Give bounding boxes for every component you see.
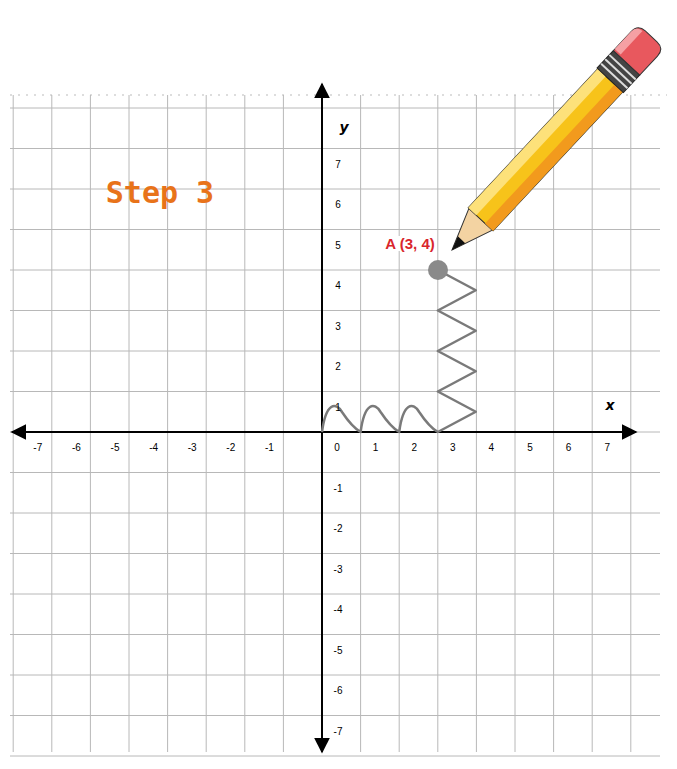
grid-line [10,553,660,554]
tick-number: -4 [149,443,158,453]
y-axis [321,84,323,752]
tick-number: 1 [373,443,379,453]
grid-line [244,95,245,752]
grid-line [10,391,660,392]
axis-name: y [339,120,348,134]
path-spring [322,270,476,432]
point-a [428,260,448,280]
tick-number: -3 [334,565,343,575]
grid-line [476,95,477,752]
tick-number: 6 [335,200,341,210]
tick-number: 2 [411,443,417,453]
grid-line [10,634,660,635]
grid-line [10,594,660,595]
tick-number: -6 [72,443,81,453]
tick-number: -1 [334,484,343,494]
grid-line [10,270,660,271]
axis-name: x [605,398,614,412]
point-label: A (3, 4) [384,236,435,251]
grid-line [51,95,52,752]
tick-number: -7 [334,727,343,737]
tick-number: 6 [566,443,572,453]
tick-number: 7 [335,160,341,170]
tick-number: -5 [334,646,343,656]
grid-line [10,351,660,352]
grid-line [553,95,554,752]
grid-line [10,432,660,433]
grid-line [10,675,660,676]
tick-number: -2 [226,443,235,453]
grid-line [10,310,660,311]
grid-line [630,95,631,752]
tick-number: -5 [111,443,120,453]
tick-number: 1 [335,403,341,413]
tick-number: -3 [188,443,197,453]
tick-number: -1 [265,443,274,453]
grid-line [10,472,660,473]
grid-line [13,95,14,752]
tick-number: 0 [334,443,340,453]
tick-number: 2 [335,362,341,372]
grid-line [283,95,284,752]
grid-line [592,95,593,752]
tick-number: 5 [335,241,341,251]
tick-number: 4 [335,281,341,291]
grid-line [10,513,660,514]
grid-line [10,229,660,230]
grid-line [90,95,91,752]
tick-number: 3 [450,443,456,453]
tick-number: -2 [334,524,343,534]
x-axis [12,431,636,433]
tick-number: 7 [604,443,610,453]
step-title: Step 3 [106,178,214,208]
tick-number: -7 [33,443,42,453]
tick-number: 5 [527,443,533,453]
grid-line [437,95,438,752]
tick-number: 3 [335,322,341,332]
grid-line [10,756,660,757]
tick-number: 4 [489,443,495,453]
tick-number: -6 [334,686,343,696]
pencil [439,24,664,262]
tick-number: -4 [334,605,343,615]
grid-line [10,715,660,716]
